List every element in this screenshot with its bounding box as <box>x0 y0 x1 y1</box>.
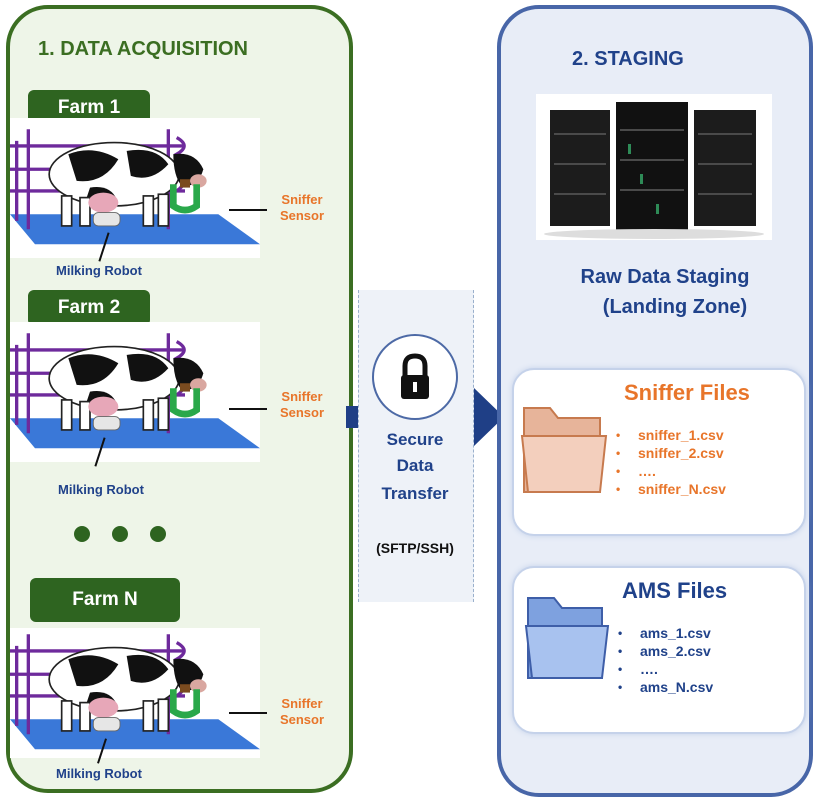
list-item: •…. <box>618 661 658 677</box>
list-item: •…. <box>616 463 656 479</box>
list-item: •ams_1.csv <box>618 625 711 641</box>
ellipsis-dot <box>150 526 166 542</box>
ams-file-list: •ams_1.csv •ams_2.csv •…. •ams_N.csv <box>618 624 713 696</box>
list-item: •ams_2.csv <box>618 643 711 659</box>
sniffer-file-list: •sniffer_1.csv •sniffer_2.csv •…. •sniff… <box>616 426 726 498</box>
file-name: sniffer_N.csv <box>638 481 726 497</box>
farm-illustration-1 <box>10 118 260 258</box>
sniffer-sensor-label-n: Sniffer Sensor <box>279 696 325 727</box>
landing-zone-line-1: Raw Data Staging <box>580 266 750 288</box>
server-rack-icon <box>536 94 772 240</box>
landing-zone-title: Raw Data Staging (Landing Zone) <box>520 262 810 322</box>
folder-icon <box>520 407 608 493</box>
file-name: sniffer_1.csv <box>638 427 724 443</box>
farm-badge-n: Farm N <box>30 578 180 622</box>
list-item: •sniffer_1.csv <box>616 427 724 443</box>
transfer-line-3: Transfer <box>381 484 449 503</box>
file-name: ams_N.csv <box>640 679 714 695</box>
sniffer-sensor-label-1: Sniffer Sensor <box>279 192 325 223</box>
farm-badge-2: Farm 2 <box>28 290 150 326</box>
ams-files-title: AMS Files <box>622 578 728 603</box>
acquisition-title: 1. DATA ACQUISITION <box>38 38 248 60</box>
list-item: •sniffer_2.csv <box>616 445 724 461</box>
transfer-line-1: Secure <box>386 430 444 449</box>
lock-badge <box>372 334 458 420</box>
milking-robot-label-n: Milking Robot <box>56 766 142 781</box>
file-name: sniffer_2.csv <box>638 445 724 461</box>
staging-title: 2. STAGING <box>572 48 684 70</box>
milking-robot-label-1: Milking Robot <box>56 263 142 278</box>
folder-icon <box>524 597 610 679</box>
sniffer-files-title: Sniffer Files <box>624 380 750 405</box>
file-name: …. <box>638 463 656 479</box>
sniffer-leader-1 <box>229 209 267 211</box>
sniffer-leader-2 <box>229 408 267 410</box>
ellipsis-dot <box>74 526 90 542</box>
file-name: ams_2.csv <box>640 643 711 659</box>
more-farms-ellipsis <box>74 526 188 547</box>
list-item: •sniffer_N.csv <box>616 481 726 497</box>
sniffer-leader-n <box>229 712 267 714</box>
transfer-line-2: Data <box>396 456 434 475</box>
milking-robot-label-2: Milking Robot <box>58 482 144 497</box>
landing-zone-line-2: (Landing Zone) <box>602 296 748 318</box>
transfer-protocol: (SFTP/SSH) <box>376 540 454 556</box>
farm-illustration-2 <box>10 322 260 462</box>
sniffer-sensor-label-2: Sniffer Sensor <box>279 389 325 420</box>
ellipsis-dot <box>112 526 128 542</box>
file-name: …. <box>640 661 658 677</box>
lock-icon <box>401 353 429 399</box>
file-name: ams_1.csv <box>640 625 711 641</box>
list-item: •ams_N.csv <box>618 679 714 695</box>
farm-illustration-n <box>10 628 260 758</box>
